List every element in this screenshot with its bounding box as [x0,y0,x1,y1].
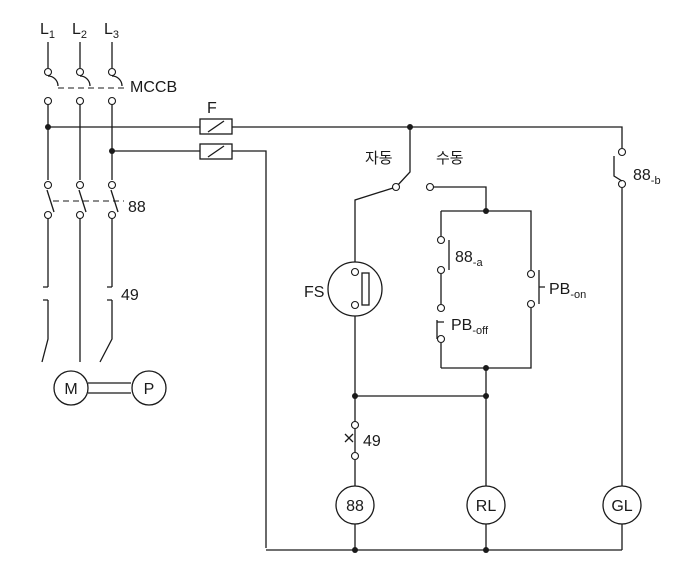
junction-dot [352,393,358,399]
float-switch-fs [327,261,383,317]
thermal-contact-49-label: 49 [363,433,381,450]
contactor-coil-88: 88 [335,485,375,525]
mccb-breaker [43,67,126,106]
manual-branch-wire [433,186,487,211]
control-line-return [112,150,267,548]
motor: M [53,370,89,406]
manual-branch-top [441,210,532,270]
fuse-label: F [207,100,217,117]
fuse-upper [199,118,233,135]
control-line-top [48,126,623,148]
auto-branch-wire [354,187,394,262]
aux-contact-88a [436,211,450,275]
power-line-l1 [41,42,59,363]
junction-dot [352,547,358,553]
junction-dot [483,547,489,553]
auto-label: 자동 [365,149,393,167]
pump-label: P [144,381,155,398]
selector-contact-auto [391,182,401,192]
bottom-return-line [266,524,623,551]
fs-label: FS [304,284,324,301]
line-label-l3: L3 [104,21,119,41]
selector-contact-manual [425,182,435,192]
power-line-l3 [99,42,123,363]
line-label-l1: L1 [40,21,55,41]
manual-label: 수동 [436,149,464,167]
coil-88-label: 88 [346,498,364,515]
contactor-88-label: 88 [128,199,146,216]
pushbutton-pb-off [436,274,446,368]
thermal-contact-49 [344,420,360,486]
pushbutton-pb-on [441,269,545,369]
pump: P [131,370,167,406]
fuse-lower [199,143,233,160]
motor-label: M [64,381,77,398]
power-line-l2 [78,42,91,362]
aux-contact-88a-label: 88-a [455,249,483,269]
mccb-label: MCCB [130,79,177,96]
green-lamp-label: GL [611,498,632,515]
selector-switch-lever [396,127,411,187]
pb-on-label: PB-on [549,281,586,301]
red-lamp: RL [466,485,506,525]
aux-contact-88b [613,147,627,486]
motor-pump-coupling [88,382,131,394]
aux-contact-88b-label: 88-b [633,167,661,187]
thermal-relay-49-label: 49 [121,287,139,304]
pb-off-label: PB-off [451,317,489,337]
red-lamp-label: RL [476,498,497,515]
contactor-88-main-contacts [43,180,124,220]
line-label-l2: L2 [72,21,87,41]
green-lamp: GL [602,485,642,525]
